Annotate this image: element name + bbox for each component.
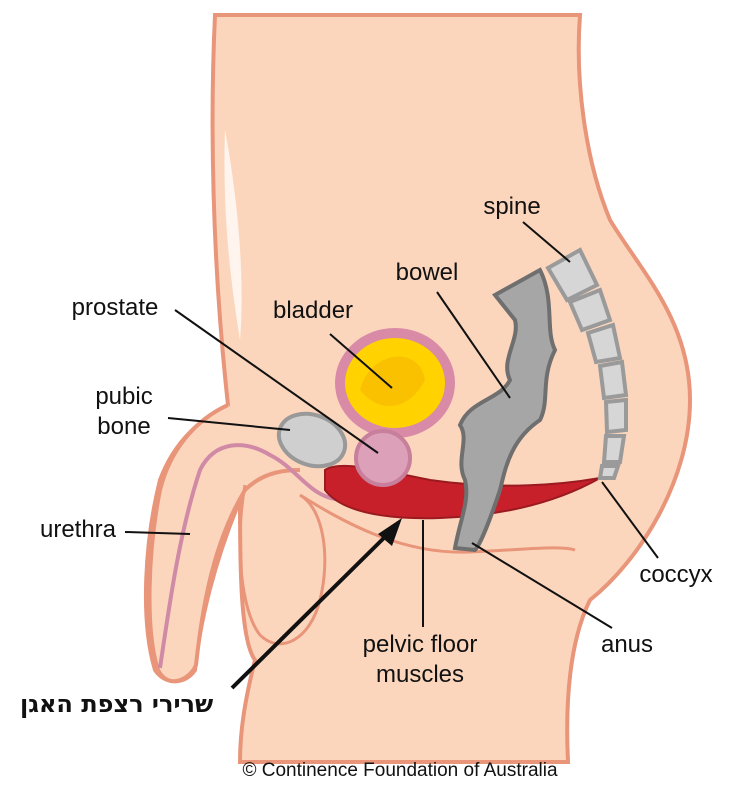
label-pelvic-floor-muscles: pelvic floor muscles bbox=[363, 630, 478, 690]
label-pubic: pubic bbox=[95, 383, 153, 410]
label-bone: bone bbox=[97, 413, 151, 440]
body-highlight bbox=[224, 130, 242, 340]
prostate bbox=[354, 429, 412, 487]
perineum-line bbox=[299, 493, 576, 554]
label-bowel: bowel bbox=[395, 259, 459, 286]
arrow-head-icon bbox=[378, 518, 402, 546]
label-pelvic-floor: pelvic floor bbox=[362, 631, 478, 658]
spine-vertebrae bbox=[545, 247, 629, 480]
label-coccyx: coccyx bbox=[639, 561, 713, 588]
bowel bbox=[452, 267, 558, 553]
label-bladder: bladder bbox=[272, 297, 354, 324]
label-spine: spine bbox=[483, 193, 541, 220]
label-prostate: prostate bbox=[71, 294, 159, 321]
label-urethra: urethra bbox=[39, 516, 117, 543]
scrotum bbox=[238, 484, 327, 646]
leader-lines bbox=[124, 221, 659, 690]
copyright: © Continence Foundation of Australia bbox=[242, 760, 558, 781]
label-anus: anus bbox=[600, 631, 654, 658]
label-muscles: muscles bbox=[375, 661, 465, 688]
label-pubic-bone: pubic bone bbox=[95, 382, 152, 442]
hebrew-label: שרירי רצפת האגן bbox=[20, 690, 214, 718]
